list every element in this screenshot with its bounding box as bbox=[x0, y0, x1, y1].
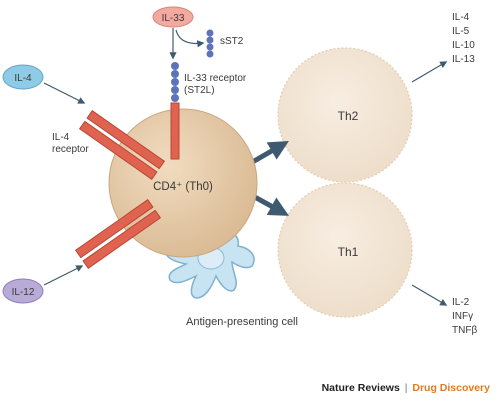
journal-name: Nature Reviews bbox=[321, 382, 400, 394]
il33-receptor-label-line1: IL-33 receptor bbox=[184, 73, 247, 84]
arrow-th1-outputs bbox=[411, 284, 448, 306]
th1-cell bbox=[277, 182, 413, 318]
th1-output-item: TNFβ bbox=[452, 325, 477, 336]
il12-badge-label: IL-12 bbox=[12, 287, 35, 298]
th2-cell-label: Th2 bbox=[338, 109, 359, 123]
th2-output-item: IL-10 bbox=[452, 40, 475, 51]
credit-separator: | bbox=[404, 382, 408, 394]
il12-receptor bbox=[74, 199, 162, 269]
apc-label: Antigen-presenting cell bbox=[186, 316, 298, 328]
cd4-cell-label: CD4⁺ (Th0) bbox=[153, 181, 213, 193]
journal-section: Drug Discovery bbox=[412, 382, 490, 394]
il12-badge bbox=[2, 278, 44, 304]
arrow-th2-outputs bbox=[411, 61, 448, 83]
sst2-label: sST2 bbox=[220, 36, 244, 47]
th2-output-item: IL-4 bbox=[452, 12, 470, 23]
th2-output-item: IL-5 bbox=[452, 26, 470, 37]
il33-badge bbox=[152, 6, 194, 28]
il33-receptor-label-line2: (ST2L) bbox=[184, 85, 215, 96]
arrow-il12-to-receptor bbox=[43, 265, 84, 286]
th2-cell bbox=[277, 47, 413, 183]
th1-output-item: IL-2 bbox=[452, 297, 470, 308]
th1-cell-label: Th1 bbox=[338, 245, 359, 259]
th2-output-item: IL-13 bbox=[452, 54, 475, 65]
journal-credit: Nature Reviews | Drug Discovery bbox=[322, 382, 490, 394]
il33-badge-label: IL-33 bbox=[162, 13, 185, 24]
il4-badge bbox=[2, 64, 44, 90]
arrow-il4-to-receptor bbox=[43, 82, 86, 104]
sst2-beads bbox=[206, 29, 214, 58]
il4-receptor-label-line1: IL-4 bbox=[52, 132, 70, 143]
th1-output-item: INFγ bbox=[452, 311, 473, 322]
il4-receptor bbox=[78, 110, 166, 180]
il4-receptor-label-line2: receptor bbox=[52, 144, 89, 155]
il33-receptor-st2l bbox=[170, 62, 180, 160]
il4-badge-label: IL-4 bbox=[14, 73, 32, 84]
arrow-il33-to-sst2 bbox=[175, 29, 205, 48]
